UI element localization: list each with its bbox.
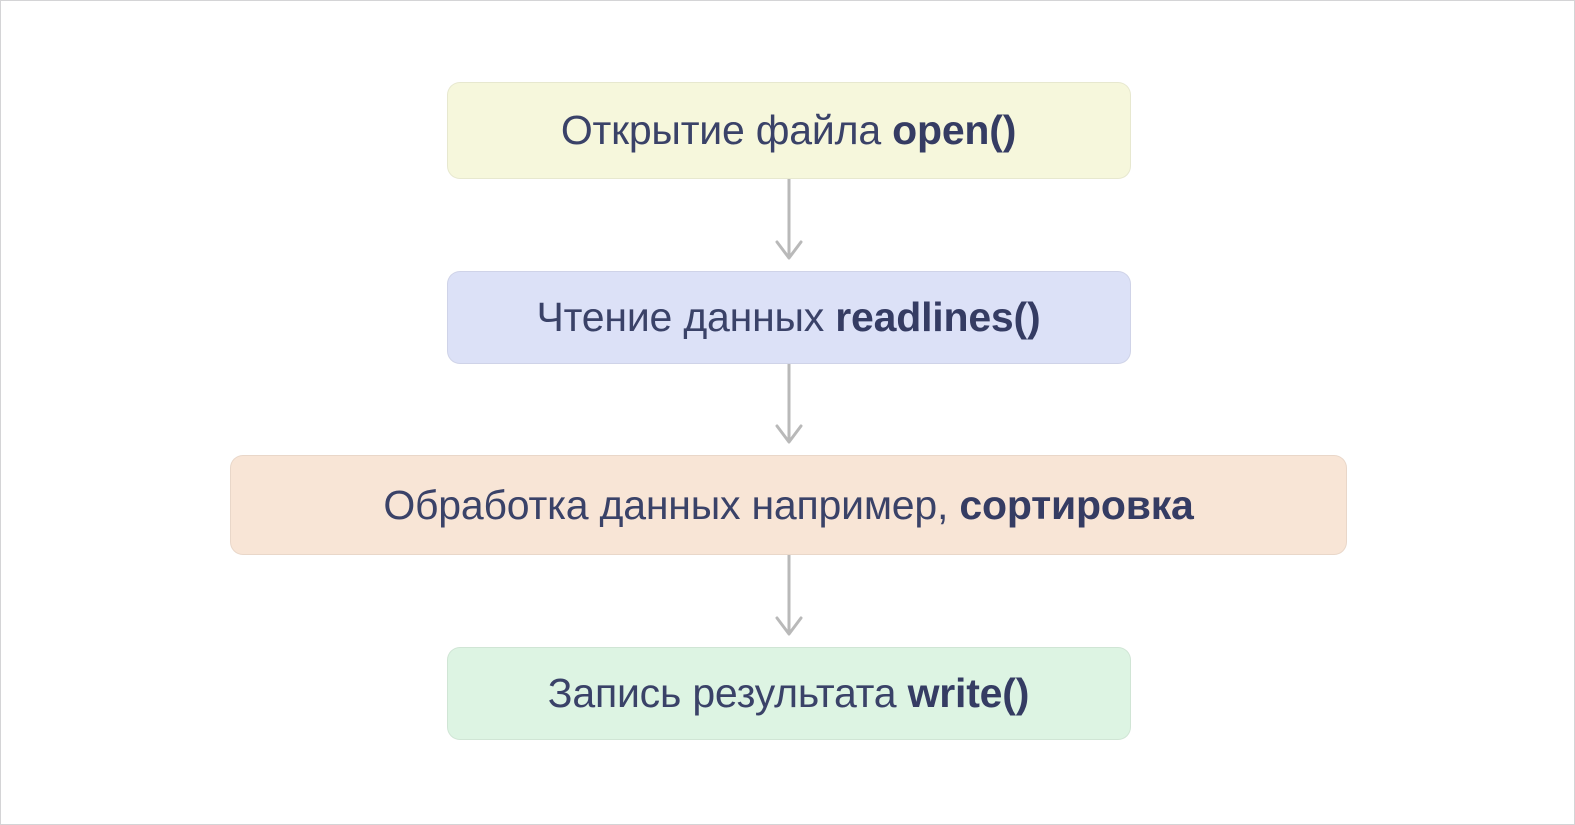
flow-node-write-code: write() (907, 670, 1030, 716)
flow-connector-read-process (769, 364, 809, 455)
flow-connector-open-read (769, 179, 809, 271)
flow-node-read-code: readlines() (835, 294, 1041, 340)
flow-node-process-emphasis: сортировка (959, 481, 1194, 528)
flow-node-read-text: Чтение данных (536, 294, 836, 340)
flow-node-open-label: Открытие файла open() (560, 107, 1017, 153)
flow-node-process-text: Обработка данных например, (383, 481, 960, 528)
flow-node-write[interactable]: Запись результата write() (446, 647, 1131, 740)
arrow-down-icon (775, 179, 802, 260)
flow-node-read[interactable]: Чтение данных readlines() (446, 271, 1131, 364)
arrow-down-icon (775, 555, 802, 636)
flow-node-read-label: Чтение данных readlines() (537, 297, 1041, 338)
flow-node-write-label: Запись результата write() (547, 670, 1030, 716)
flow-node-open-text: Открытие файла (560, 107, 893, 153)
flow-node-write-text: Запись результата (547, 670, 908, 716)
flow-node-open-code: open() (892, 107, 1017, 153)
arrow-down-icon (775, 364, 802, 444)
flow-connector-process-write (769, 555, 809, 647)
flow-node-process[interactable]: Обработка данных например, сортировка (230, 455, 1347, 555)
flow-node-open[interactable]: Открытие файла open() (446, 82, 1131, 179)
flow-node-process-label: Обработка данных например, сортировка (383, 481, 1194, 528)
